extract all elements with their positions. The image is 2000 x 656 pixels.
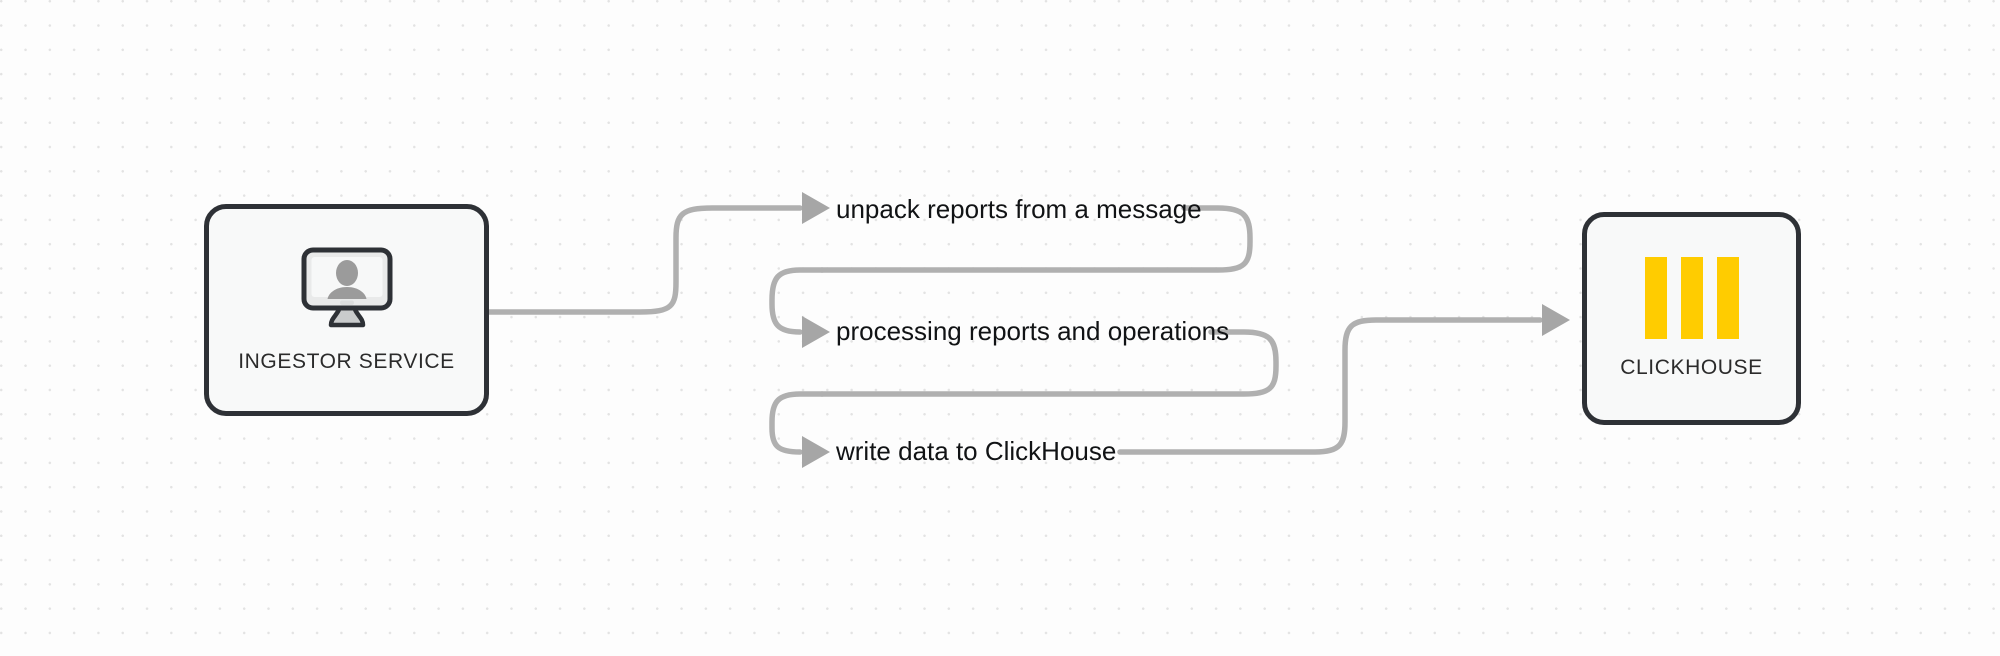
edge-path-processing xyxy=(769,267,825,335)
edge-label-write: write data to ClickHouse xyxy=(836,436,1117,466)
clickhouse-bars-icon xyxy=(1644,257,1739,339)
monitor-user-icon xyxy=(299,246,395,332)
edge-label-processing: processing reports and operations xyxy=(836,316,1230,346)
clickhouse-bar-2 xyxy=(1680,257,1703,339)
node-clickhouse[interactable]: CLICKHOUSE xyxy=(1582,212,1801,425)
arrowhead-write xyxy=(802,436,830,468)
arrowhead-processing xyxy=(802,316,830,348)
edge-label-unpack: unpack reports from a message xyxy=(836,194,1202,224)
node-clickhouse-label: CLICKHOUSE xyxy=(1620,356,1763,379)
clickhouse-bar-3 xyxy=(1716,257,1739,339)
arrowhead-clickhouse xyxy=(1542,304,1570,336)
node-ingestor-label: INGESTOR SERVICE xyxy=(238,350,455,373)
edge-path-unpack xyxy=(486,205,803,315)
edge-path-write xyxy=(769,391,825,455)
clickhouse-bar-1 xyxy=(1644,257,1667,339)
arrowhead-unpack xyxy=(802,192,830,224)
node-ingestor-service[interactable]: INGESTOR SERVICE xyxy=(204,204,489,416)
